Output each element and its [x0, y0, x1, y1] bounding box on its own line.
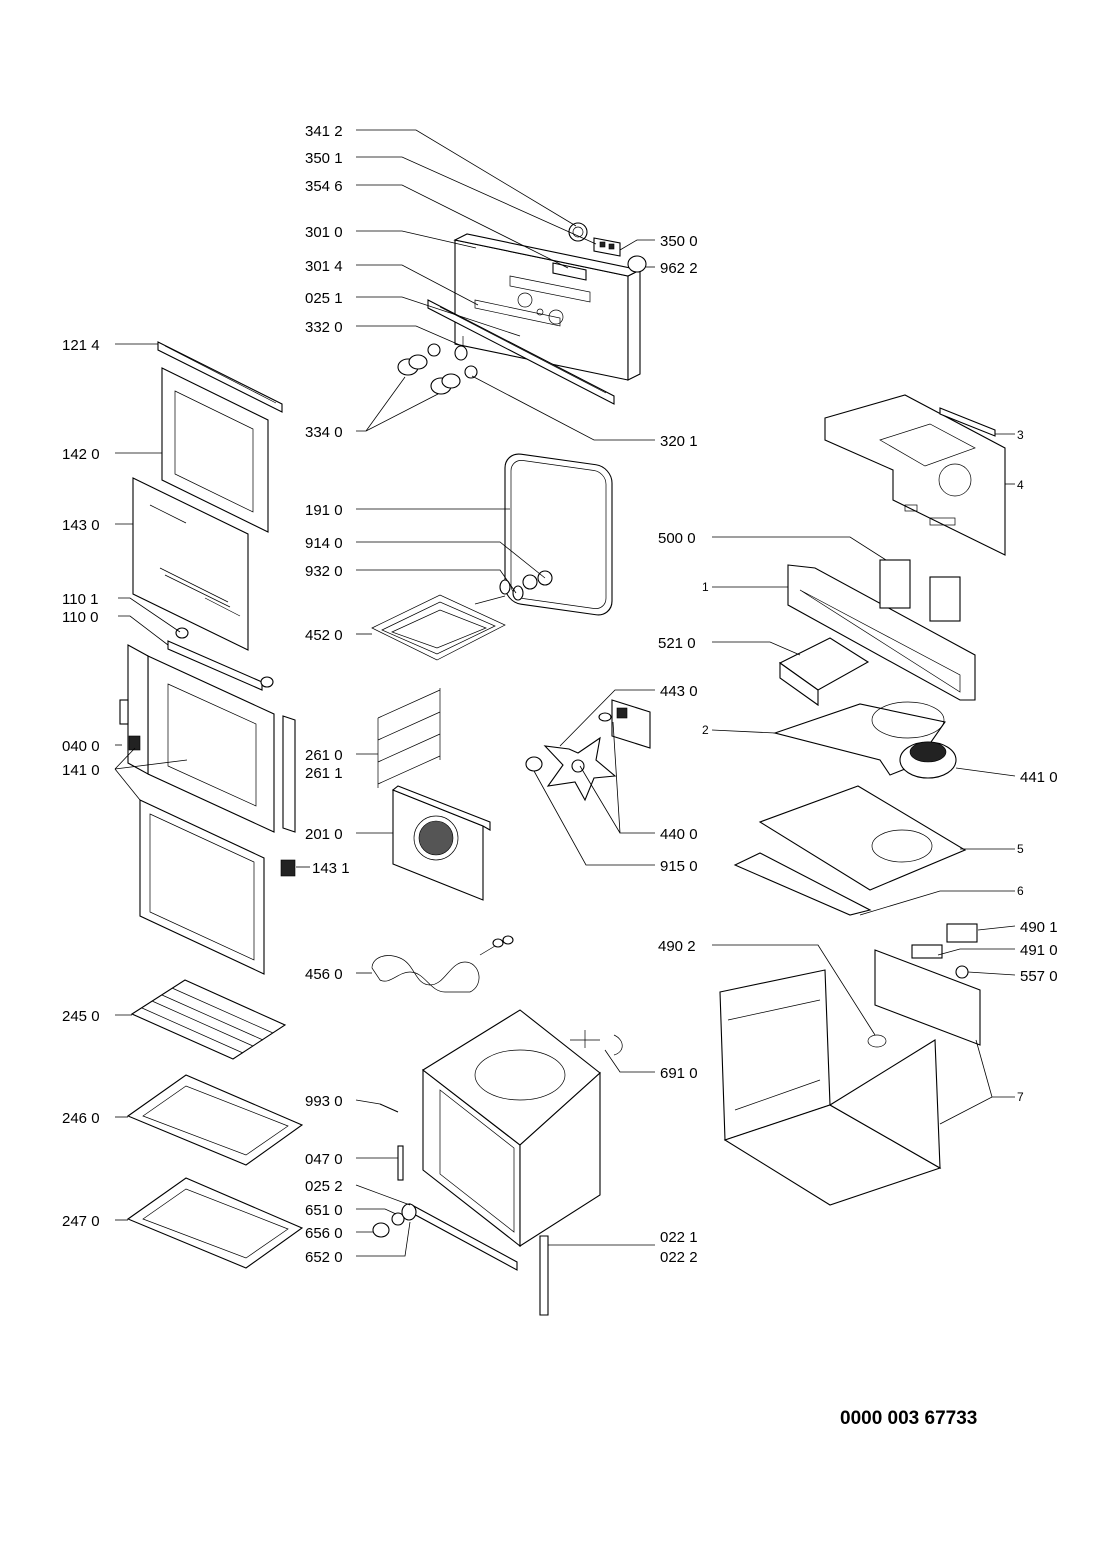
- callout-246-0: 246 0: [62, 1110, 100, 1127]
- callout-5: 5: [1017, 842, 1024, 856]
- fan-motor: [525, 699, 651, 802]
- callout-334-0: 334 0: [305, 424, 343, 441]
- callout-040-0: 040 0: [62, 738, 100, 755]
- glass-panel: [132, 477, 249, 651]
- callout-121-4: 121 4: [62, 337, 100, 354]
- callout-500-0: 500 0: [658, 530, 696, 547]
- callout-354-6: 354 6: [305, 178, 343, 195]
- grill-element: [371, 570, 553, 661]
- control-panel: [453, 233, 642, 381]
- callout-110-1: 110 1: [62, 591, 98, 608]
- callout-651-0: 651 0: [305, 1202, 343, 1219]
- callout-141-0: 141 0: [62, 762, 100, 779]
- callout-261-1: 261 1: [305, 765, 343, 782]
- callout-341-2: 341 2: [305, 123, 343, 140]
- shelf-supports: [377, 688, 441, 788]
- insulation: [733, 785, 967, 916]
- top-cover: [824, 394, 1006, 556]
- callout-441-0: 441 0: [1020, 769, 1058, 786]
- callout-047-0: 047 0: [305, 1151, 343, 1168]
- callout-443-0: 443 0: [660, 683, 698, 700]
- callout-350-0: 350 0: [660, 233, 698, 250]
- callout-320-1: 320 1: [660, 433, 698, 450]
- strip: [397, 1145, 404, 1181]
- screw: [379, 1103, 399, 1113]
- callout-962-2: 962 2: [660, 260, 698, 277]
- callout-993-0: 993 0: [305, 1093, 343, 1110]
- callout-452-0: 452 0: [305, 627, 343, 644]
- callout-3: 3: [1017, 428, 1024, 442]
- switch-blocks: [778, 559, 961, 707]
- callout-247-0: 247 0: [62, 1213, 100, 1230]
- callout-2: 2: [702, 723, 709, 737]
- callout-022-1: 022 1: [660, 1229, 698, 1246]
- inner-glass-frame: [161, 367, 269, 533]
- callout-557-0: 557 0: [1020, 968, 1058, 985]
- callout-261-0: 261 0: [305, 747, 343, 764]
- door-lower-frame: [139, 799, 265, 975]
- baking-tray: [126, 1074, 304, 1166]
- drip-tray: [126, 1177, 304, 1269]
- callout-332-0: 332 0: [305, 319, 343, 336]
- outer-door: [127, 644, 296, 833]
- outer-casing: [719, 949, 981, 1206]
- callout-491-0: 491 0: [1020, 942, 1058, 959]
- hinge: [119, 699, 141, 751]
- callout-245-0: 245 0: [62, 1008, 100, 1025]
- callout-1: 1: [702, 580, 709, 594]
- callout-652-0: 652 0: [305, 1249, 343, 1266]
- lower-knobs: [372, 1203, 417, 1238]
- callout-4: 4: [1017, 478, 1024, 492]
- callout-143-0: 143 0: [62, 517, 100, 534]
- callout-191-0: 191 0: [305, 502, 343, 519]
- callout-301-0: 301 0: [305, 224, 343, 241]
- callout-521-0: 521 0: [658, 635, 696, 652]
- oven-cavity: [422, 1009, 623, 1248]
- fan-duct: [787, 564, 976, 701]
- callout-022-2: 022 2: [660, 1249, 698, 1266]
- callout-143-1: 143 1: [312, 860, 350, 877]
- small-bracket: [280, 859, 296, 877]
- callout-915-0: 915 0: [660, 858, 698, 875]
- callout-6: 6: [1017, 884, 1024, 898]
- document-code: 0000 003 67733: [840, 1408, 978, 1429]
- callout-142-0: 142 0: [62, 446, 100, 463]
- callout-025-1: 025 1: [305, 290, 343, 307]
- callout-7: 7: [1017, 1090, 1024, 1104]
- door-top-trim: [157, 341, 283, 413]
- wire-rack: [130, 979, 287, 1060]
- fan-cover: [391, 785, 491, 901]
- callout-301-4: 301 4: [305, 258, 343, 275]
- cooling-fan: [899, 741, 957, 779]
- callout-201-0: 201 0: [305, 826, 343, 843]
- callout-350-1: 350 1: [305, 150, 343, 167]
- knobs: [397, 336, 478, 395]
- callout-691-0: 691 0: [660, 1065, 698, 1082]
- callout-656-0: 656 0: [305, 1225, 343, 1242]
- callout-440-0: 440 0: [660, 826, 698, 843]
- lower-element: [371, 935, 514, 993]
- leader-lines: [114, 129, 1016, 1257]
- door-handle: [167, 627, 274, 691]
- side-rail: [539, 1235, 549, 1316]
- callout-914-0: 914 0: [305, 535, 343, 552]
- callout-490-2: 490 2: [658, 938, 696, 955]
- callout-932-0: 932 0: [305, 563, 343, 580]
- callout-025-2: 025 2: [305, 1178, 343, 1195]
- callout-110-0: 110 0: [62, 609, 98, 626]
- callout-456-0: 456 0: [305, 966, 343, 983]
- callout-490-1: 490 1: [1020, 919, 1058, 936]
